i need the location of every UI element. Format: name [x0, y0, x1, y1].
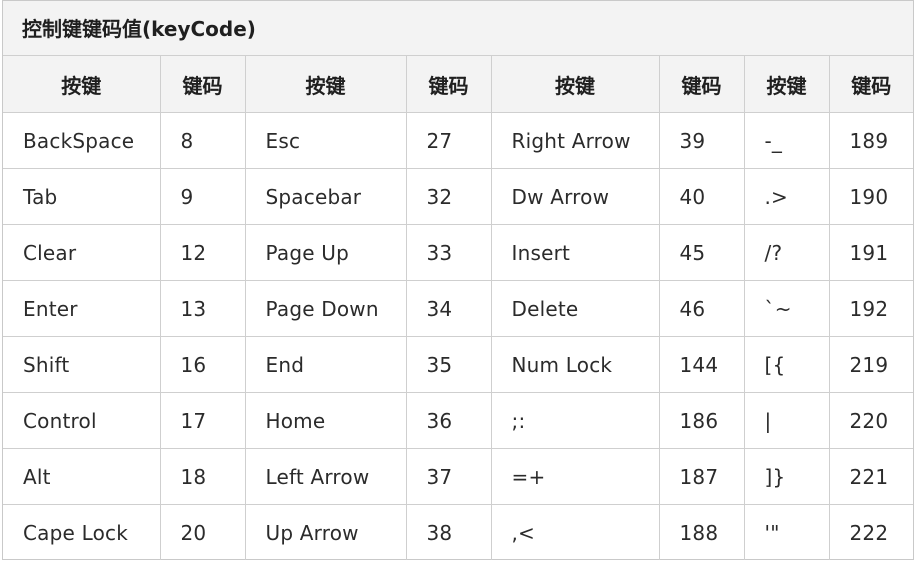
code-cell: 189 — [829, 112, 913, 169]
code-cell: 46 — [659, 280, 745, 337]
code-cell: 13 — [160, 280, 246, 337]
table-caption: 控制键键码值(keyCode) — [3, 1, 913, 56]
code-cell: 32 — [406, 168, 492, 225]
code-cell: 17 — [160, 392, 246, 449]
code-cell: 27 — [406, 112, 492, 169]
key-cell: .> — [744, 168, 830, 225]
key-cell: Esc — [245, 112, 407, 169]
code-cell: 222 — [849, 520, 889, 545]
key-cell: Page Down — [245, 280, 407, 337]
code-cell: 20 — [160, 504, 246, 560]
code-cell: 35 — [406, 336, 492, 393]
code-cell: 39 — [659, 112, 745, 169]
key-cell: ]} — [744, 448, 830, 505]
key-cell: Spacebar — [245, 168, 407, 225]
table-row: Alt 18 Left Arrow 37 =+ 187 ]} 221 — [3, 448, 913, 505]
key-cell: Insert — [491, 224, 660, 281]
code-cell: 186 — [659, 392, 745, 449]
key-cell: '" — [744, 504, 830, 560]
header-row: 按键 键码 按键 键码 按键 键码 按键 键码 — [3, 56, 913, 113]
code-cell: 38 — [406, 504, 492, 560]
code-cell: 12 — [160, 224, 246, 281]
keycode-table: 按键 键码 按键 键码 按键 键码 按键 键码 BackSpace 8 Esc … — [3, 56, 913, 560]
header-code: 键码 — [160, 56, 246, 113]
code-cell: 16 — [160, 336, 246, 393]
code-cell: 37 — [406, 448, 492, 505]
code-cell: 187 — [659, 448, 745, 505]
code-cell: 190 — [829, 168, 913, 225]
key-cell: Shift — [3, 336, 161, 393]
header-code: 键码 — [659, 56, 745, 113]
code-cell: 191 — [829, 224, 913, 281]
table-row: Shift 16 End 35 Num Lock 144 [{ 219 — [3, 336, 913, 393]
key-cell: Enter — [3, 280, 161, 337]
table-row: Tab 9 Spacebar 32 Dw Arrow 40 .> 190 — [3, 168, 913, 225]
table-row: Enter 13 Page Down 34 Delete 46 `~ 192 — [3, 280, 913, 337]
table-row: Control 17 Home 36 ;: 186 | 220 — [3, 392, 913, 449]
code-cell: 188 — [659, 504, 745, 560]
key-cell: Num Lock — [491, 336, 660, 393]
key-cell: | — [744, 392, 830, 449]
code-cell: 36 — [406, 392, 492, 449]
key-cell: Delete — [491, 280, 660, 337]
table-row: BackSpace 8 Esc 27 Right Arrow 39 -_ 189 — [3, 112, 913, 169]
key-cell: Clear — [3, 224, 161, 281]
code-cell: 45 — [659, 224, 745, 281]
header-key: 按键 — [245, 56, 407, 113]
key-cell: End — [245, 336, 407, 393]
key-cell: Left Arrow — [245, 448, 407, 505]
header-code: 键码 — [406, 56, 492, 113]
code-cell: 18 — [160, 448, 246, 505]
key-cell: -_ — [744, 112, 830, 169]
code-cell: 40 — [659, 168, 745, 225]
key-cell: Cape Lock — [3, 504, 161, 560]
key-cell: BackSpace — [3, 112, 161, 169]
table-row: Clear 12 Page Up 33 Insert 45 /? 191 — [3, 224, 913, 281]
key-cell: Alt — [3, 448, 161, 505]
header-code: 键码 — [829, 56, 913, 113]
code-cell: 8 — [160, 112, 246, 169]
key-cell: Control — [3, 392, 161, 449]
key-cell: Page Up — [245, 224, 407, 281]
code-cell: 219 — [829, 336, 913, 393]
key-cell: /? — [744, 224, 830, 281]
header-key: 按键 — [491, 56, 660, 113]
header-key: 按键 — [744, 56, 830, 113]
code-cell: 144 — [659, 336, 745, 393]
code-cell: 192 — [829, 280, 913, 337]
table-row: Cape Lock 20 Up Arrow 38 ,< 188 '" 222 — [3, 504, 913, 560]
header-key: 按键 — [3, 56, 161, 113]
code-cell: 220 — [829, 392, 913, 449]
key-cell: =+ — [491, 448, 660, 505]
key-cell: `~ — [744, 280, 830, 337]
code-cell: 9 — [160, 168, 246, 225]
key-cell: [{ — [744, 336, 830, 393]
code-cell: 33 — [406, 224, 492, 281]
key-cell: ;: — [491, 392, 660, 449]
code-cell: 34 — [406, 280, 492, 337]
key-cell: Home — [245, 392, 407, 449]
key-cell: Up Arrow — [245, 504, 407, 560]
key-cell: Right Arrow — [491, 112, 660, 169]
key-cell: ,< — [491, 504, 660, 560]
key-cell: Tab — [3, 168, 161, 225]
key-cell: Dw Arrow — [491, 168, 660, 225]
code-cell: 221 — [829, 448, 913, 505]
